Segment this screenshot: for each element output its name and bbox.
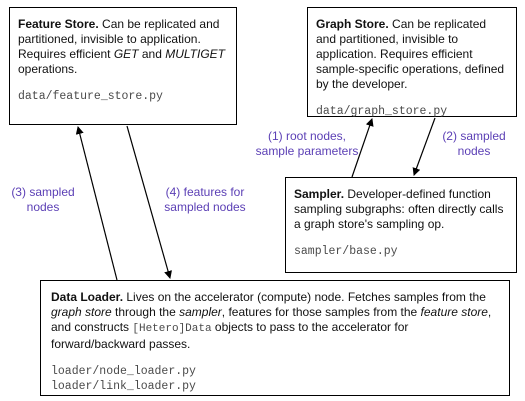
data-class-name: [Hetero]Data xyxy=(132,323,212,335)
data-loader-code-paths: loader/node_loader.py loader/link_loader.… xyxy=(51,364,499,394)
multiget-op: MULTIGET xyxy=(165,47,225,61)
get-op: GET xyxy=(113,47,139,61)
graph-store-code-path: data/graph_store.py xyxy=(316,105,448,118)
graph-store-box: Graph Store. Can be replicated and parti… xyxy=(307,7,517,118)
data-loader-description: Data Loader. Lives on the accelerator (c… xyxy=(51,290,499,352)
data-loader-desc-3: , features for those samples from the xyxy=(221,305,421,319)
feature-store-and: and xyxy=(138,47,166,61)
graph-store-desc: Can be replicated and partitioned, invis… xyxy=(316,17,505,91)
feature-store-description: Feature Store. Can be replicated and par… xyxy=(18,17,228,77)
feature-store-code-path: data/feature_store.py xyxy=(18,90,163,103)
feature-store-desc-1: Can be replicated and partitioned, invis… xyxy=(18,17,220,61)
node-loader-path: loader/node_loader.py xyxy=(51,365,196,378)
graph-store-description: Graph Store. Can be replicated and parti… xyxy=(316,17,508,92)
graph-store-title: Graph Store. xyxy=(316,17,389,31)
data-loader-desc-1: Lives on the accelerator (compute) node.… xyxy=(123,290,486,304)
data-loader-box: Data Loader. Lives on the accelerator (c… xyxy=(40,280,510,396)
edge-label-root-nodes-1: (1) root nodes, sample parameters xyxy=(255,129,359,158)
feature-store-desc-2: operations. xyxy=(18,62,78,76)
edge-label-sampled-nodes-2: (2) sampled nodes xyxy=(442,129,506,158)
edge-label-sampled-nodes-3: (3) sampled nodes xyxy=(11,185,75,214)
sampler-desc: Developer-defined function sampling subg… xyxy=(294,187,504,231)
data-loader-title: Data Loader. xyxy=(51,290,124,304)
data-loader-desc-5: objects to pass to the accelerator for f… xyxy=(51,320,409,351)
feature-store-title: Feature Store. xyxy=(18,17,99,31)
arrow-graph-store-to-sampler xyxy=(412,117,436,176)
sampler-code-path: sampler/base.py xyxy=(294,245,398,258)
sampler-description: Sampler. Developer-defined function samp… xyxy=(294,187,508,232)
feature-store-box: Feature Store. Can be replicated and par… xyxy=(9,7,237,125)
edge-label-features-4: (4) features for sampled nodes xyxy=(164,185,246,214)
data-loader-desc-2: through the xyxy=(111,305,180,319)
data-loader-desc-4: , and constructs xyxy=(51,305,492,334)
link-loader-path: loader/link_loader.py xyxy=(51,380,196,393)
feature-store-term: feature store xyxy=(420,305,488,319)
sampler-term: sampler xyxy=(179,305,222,319)
graph-store-term: graph store xyxy=(51,305,112,319)
sampler-box: Sampler. Developer-defined function samp… xyxy=(285,177,517,273)
sampler-title: Sampler. xyxy=(294,187,345,201)
